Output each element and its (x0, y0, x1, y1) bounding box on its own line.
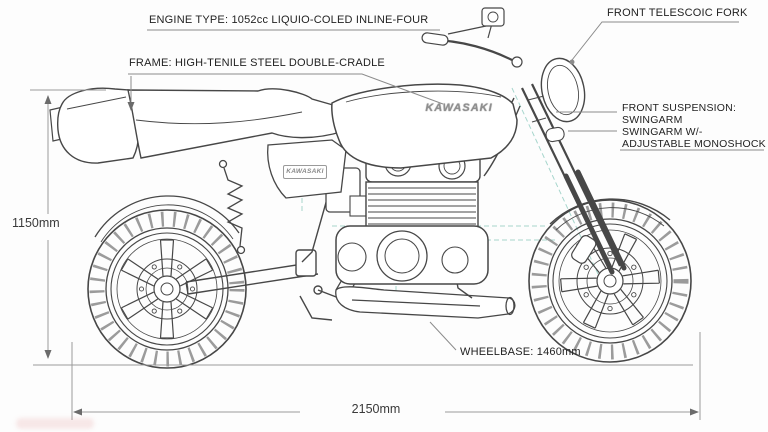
callout-front-suspension: FRONT SUSPENSION: SWINGARM SWINGARM W/- … (622, 102, 766, 150)
rear-wheel (87, 209, 247, 369)
rear-shock (218, 159, 246, 255)
cylinder-fins (365, 181, 479, 229)
tank-logo: KAWASAKI (425, 102, 493, 114)
callout-wheelbase: WHEELBASE: 1460mm (460, 346, 581, 358)
front-brake-caliper (571, 235, 597, 264)
handlebar (421, 7, 513, 61)
side-panel-badge: KAWASAKI (283, 165, 327, 179)
front-brake-disc (576, 247, 644, 315)
engine (325, 149, 489, 285)
callout-front-fork: FRONT TELESCOIC FORK (607, 7, 748, 19)
exhaust-system (335, 227, 516, 319)
turn-signal (545, 126, 565, 143)
grip (421, 32, 449, 46)
instrument-pod (481, 7, 505, 27)
rear-fender (94, 195, 240, 238)
watermark-smudge (16, 418, 94, 429)
wheelbase-leader (429, 321, 457, 351)
front-fork (511, 56, 627, 275)
fuel-tank (331, 83, 518, 169)
front-fender (549, 198, 671, 231)
dim-length-label: 2150mm (340, 402, 412, 416)
seat (127, 88, 345, 159)
leader-lines (127, 21, 764, 351)
front-fork-leader (571, 21, 739, 61)
dim-height-label: 1150mm (8, 216, 64, 230)
frame-leader (128, 73, 444, 105)
front-suspension-line-3: SWINGARM W/- (622, 126, 703, 138)
callout-engine-type: ENGINE TYPE: 1052cc LIQUIO-COLED INLINE-… (149, 14, 429, 26)
rear-brake-disc (136, 258, 198, 320)
callout-frame: FRAME: HIGH-TENILE STEEL DOUBLE-CRADLE (129, 57, 385, 69)
front-wheel (528, 199, 692, 363)
tail-cowl (56, 87, 140, 164)
headlight (540, 57, 586, 143)
front-suspension-line-4: ADJUSTABLE MONOSHOCK (622, 138, 766, 150)
brake-lever (447, 25, 487, 35)
front-suspension-line-1: FRONT SUSPENSION: (622, 102, 737, 114)
bodywork (49, 83, 518, 243)
dimension-lines (30, 89, 701, 420)
front-suspension-line-2: SWINGARM (622, 114, 683, 126)
swingarm (185, 249, 345, 321)
